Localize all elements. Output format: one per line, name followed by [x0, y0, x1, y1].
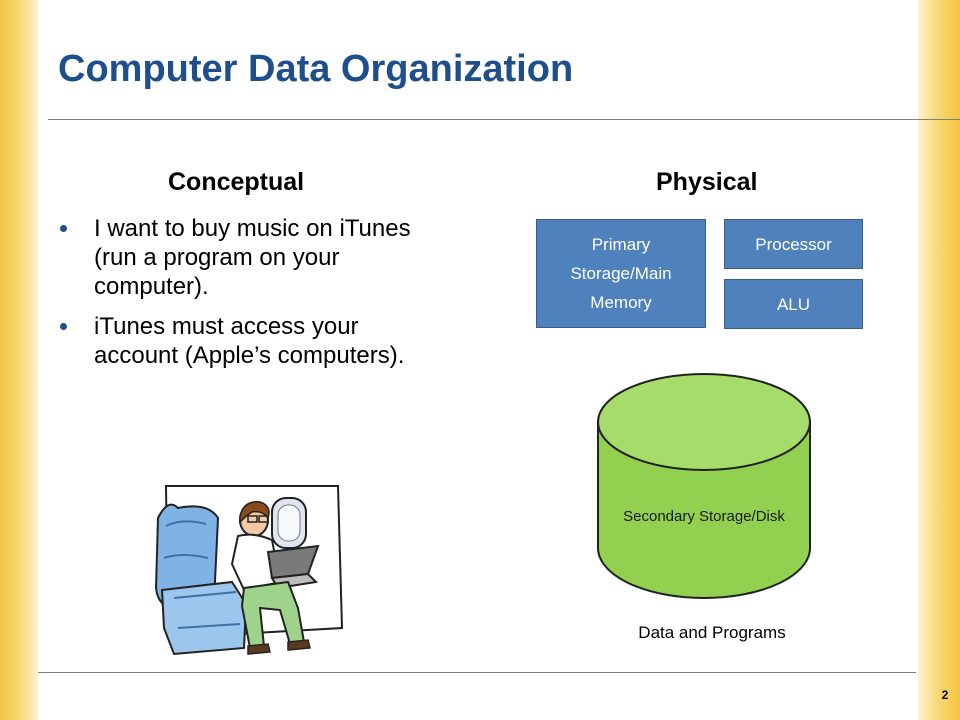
conceptual-heading: Conceptual	[168, 168, 305, 196]
secondary-storage-cylinder	[597, 373, 811, 599]
traveler-with-laptop-illustration	[154, 485, 344, 656]
data-and-programs-caption: Data and Programs	[638, 623, 786, 642]
page-number: 2	[941, 688, 949, 702]
right-accent-bar	[918, 0, 960, 720]
bullet-item: I want to buy music on iTunes (run a pro…	[60, 214, 440, 301]
bullet-dot-icon	[60, 323, 67, 330]
bullet-text: I want to buy music on iTunes (run a pro…	[94, 215, 411, 300]
left-accent-bar	[0, 0, 38, 720]
processor-box: Processor	[724, 219, 863, 269]
secondary-storage-label: Secondary Storage/Disk	[623, 508, 785, 525]
bullet-text: iTunes must access your account (Apple’s…	[94, 313, 405, 369]
conceptual-bullet-list: I want to buy music on iTunes (run a pro…	[60, 214, 440, 381]
slide-title: Computer Data Organization	[58, 48, 574, 90]
bullet-dot-icon	[60, 225, 67, 232]
alu-box: ALU	[724, 279, 863, 329]
bullet-item: iTunes must access your account (Apple’s…	[60, 312, 440, 370]
primary-storage-label: Primary Storage/Main Memory	[570, 235, 672, 312]
alu-label: ALU	[776, 294, 811, 314]
title-divider	[48, 119, 960, 120]
primary-storage-box: Primary Storage/Main Memory	[536, 219, 706, 328]
footer-divider	[38, 672, 916, 673]
processor-label: Processor	[755, 234, 832, 254]
physical-heading: Physical	[656, 168, 758, 196]
